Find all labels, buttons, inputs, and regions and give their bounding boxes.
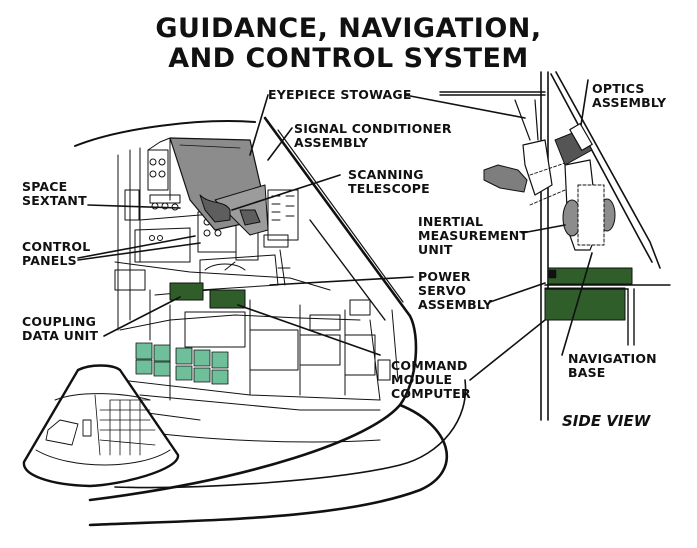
title-line-1: GUIDANCE, NAVIGATION,	[155, 13, 542, 44]
title-line-2: AND CONTROL SYSTEM	[168, 43, 529, 74]
label-eyepiece-stowage: EYEPIECE STOWAGE	[268, 87, 412, 102]
space-sextant-optics	[169, 137, 269, 236]
command-module-overview	[22, 364, 180, 488]
leader-command-module-computer-side	[469, 319, 546, 381]
leader-eyepiece-stowage-left	[249, 94, 269, 156]
label-signal-conditioner-assembly: SIGNAL CONDITIONER ASSEMBLY	[294, 121, 452, 150]
leader-space-sextant	[87, 204, 181, 209]
leader-command-module-computer	[237, 304, 381, 356]
label-power-servo-assembly: POWER SERVO ASSEMBLY	[418, 269, 493, 312]
coupling-data-unit-modules	[169, 282, 246, 309]
side-view-schematic	[439, 71, 671, 421]
cm-interior	[114, 137, 399, 443]
leader-coupling-data-unit	[103, 296, 181, 337]
cm-cutaway-hull	[74, 116, 467, 527]
leader-scanning-telescope	[231, 174, 341, 211]
label-inertial-measurement-unit: INERTIAL MEASUREMENT UNIT	[418, 214, 529, 257]
leader-control-panels	[77, 235, 201, 261]
label-navigation-base: NAVIGATION BASE	[568, 351, 657, 380]
leader-optics-assembly	[580, 79, 589, 126]
label-control-panels: CONTROL PANELS	[22, 239, 91, 268]
leader-signal-conditioner	[267, 127, 293, 161]
label-command-module-computer: COMMAND MODULE COMPUTER	[391, 358, 471, 401]
label-scanning-telescope: SCANNING TELESCOPE	[348, 167, 430, 196]
leader-power-servo-side	[489, 282, 546, 303]
leader-lines	[77, 79, 593, 381]
leader-eyepiece-stowage-right	[404, 94, 526, 119]
label-space-sextant: SPACE SEXTANT	[22, 179, 87, 208]
command-module-computer-trays	[135, 342, 229, 385]
leader-imu	[521, 224, 566, 234]
leader-power-servo	[269, 276, 414, 286]
leader-navigation-base	[561, 252, 593, 356]
label-side-view: SIDE VIEW	[562, 412, 651, 430]
label-optics-assembly: OPTICS ASSEMBLY	[592, 81, 667, 110]
label-coupling-data-unit: COUPLING DATA UNIT	[22, 314, 99, 343]
